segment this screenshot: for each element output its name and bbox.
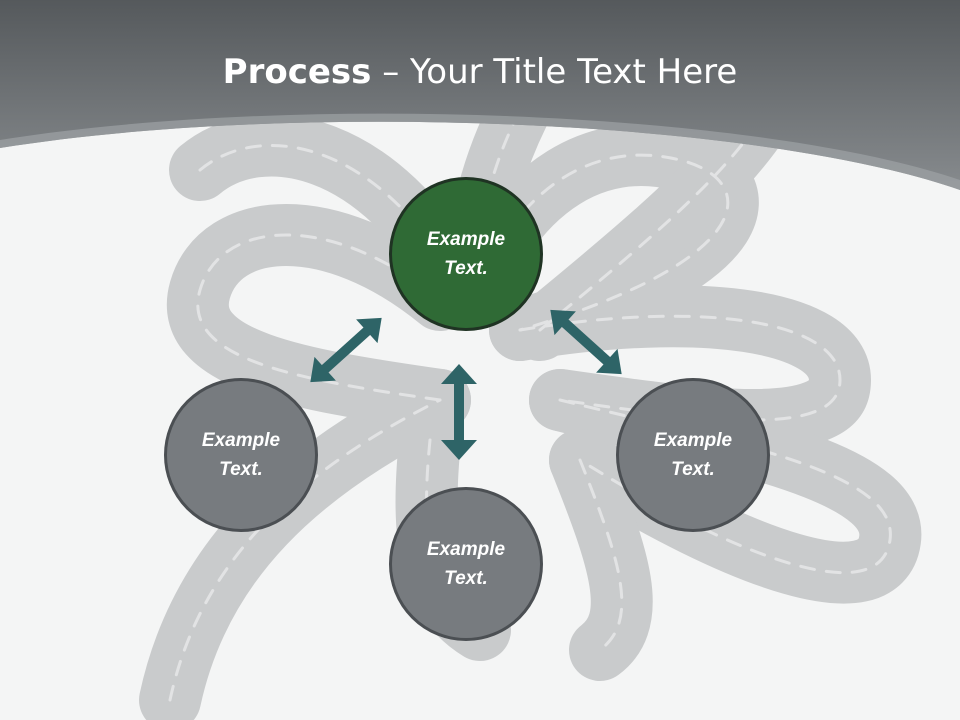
node-top[interactable]: Example Text.	[389, 177, 543, 331]
node-left-line2: Text.	[219, 459, 263, 480]
node-bottom[interactable]: Example Text.	[389, 487, 543, 641]
node-left-line1: Example	[201, 430, 281, 451]
title-bold: Process	[222, 52, 372, 92]
node-left[interactable]: Example Text.	[164, 378, 318, 532]
connector-arrows	[310, 309, 622, 460]
arrow-vertical	[441, 364, 477, 460]
title-separator: –	[371, 52, 411, 92]
title-rest: Your Title Text Here	[410, 52, 738, 92]
node-top-line1: Example	[426, 229, 506, 250]
node-bottom-line1: Example	[426, 539, 506, 560]
header-band	[0, 0, 960, 190]
node-right[interactable]: Example Text.	[616, 378, 770, 532]
node-right-line2: Text.	[671, 459, 715, 480]
node-top-line2: Text.	[444, 258, 488, 279]
arrow-top-right	[550, 309, 622, 375]
page-title: Process – Your Title Text Here	[0, 52, 960, 92]
node-bottom-line2: Text.	[444, 568, 488, 589]
arrow-top-left	[310, 317, 382, 383]
header-swoosh	[0, 113, 960, 190]
node-right-line1: Example	[653, 430, 733, 451]
